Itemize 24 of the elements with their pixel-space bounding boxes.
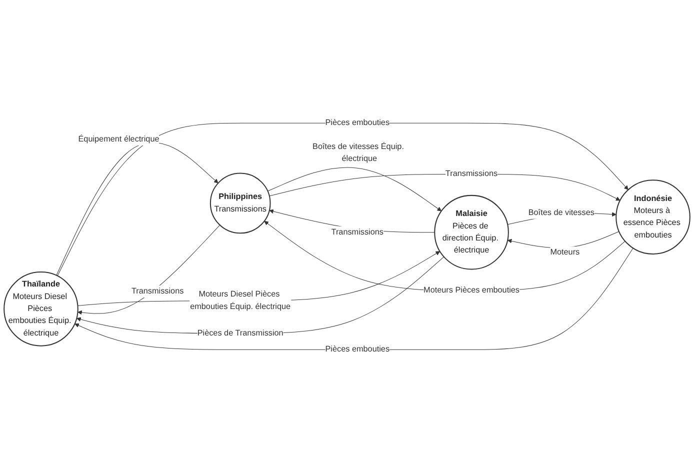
node-circle: Malaisie Pièces de direction Équip. électrique	[434, 194, 509, 270]
arrow	[267, 166, 442, 211]
arrow	[264, 220, 626, 290]
edge-label: Pièces embouties	[325, 118, 390, 127]
arrow	[56, 142, 218, 276]
edge-label: Moteurs	[550, 248, 580, 256]
edge-label: Transmissions	[131, 286, 184, 296]
node-circle: Thaïlande Moteurs Diesel Pièces embouties Équip. électrique	[4, 271, 78, 346]
arrow	[78, 224, 220, 314]
arrow	[77, 250, 440, 306]
edge-label: Boîtes de vitesses	[528, 208, 594, 216]
node-circle: Indonésie Moteurs à essence Pièces embouties	[616, 179, 690, 254]
edge-label: Pièces de Transmission	[197, 328, 284, 338]
arrow	[74, 247, 634, 350]
arrow	[76, 256, 444, 334]
edge-label: Boîtes de vitesses Équip. électrique	[312, 142, 404, 163]
edge-label: Pièces embouties	[325, 344, 390, 354]
edge-label: Transmissions	[445, 169, 498, 178]
edge-label: Moteurs Diesel Pièces embouties Équip. électrique	[190, 290, 291, 311]
edge-label: Moteurs Pièces embouties	[424, 286, 520, 294]
node-circle: Philippines Transmissions	[210, 172, 271, 234]
arrow	[57, 122, 628, 276]
edge-label: Équipement électrique	[78, 134, 160, 144]
edge-label: Transmissions	[331, 227, 384, 236]
